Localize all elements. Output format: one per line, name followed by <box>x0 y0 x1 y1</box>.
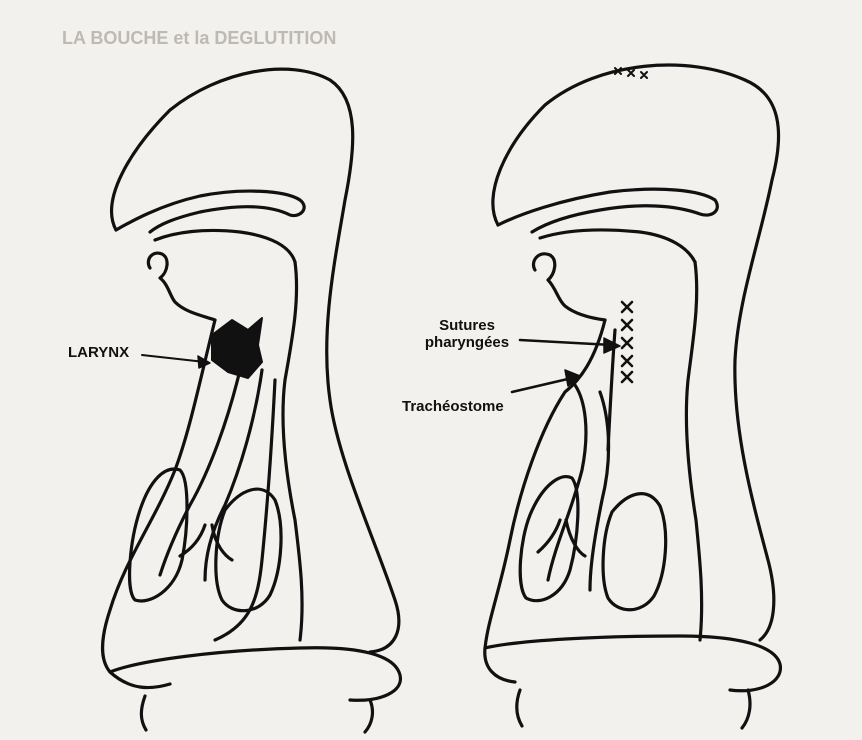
left-nasal-cavity <box>116 191 304 232</box>
right-lung-right <box>603 494 666 610</box>
pharyngeal-suture-marks <box>622 302 632 382</box>
left-lung-right <box>216 489 281 611</box>
larynx-arrow <box>142 355 205 362</box>
left-trachea-back <box>205 370 262 580</box>
left-trachea-front <box>160 370 240 575</box>
right-body-outline <box>485 320 605 682</box>
tracheostome-label: Trachéostome <box>402 398 504 415</box>
larynx-arrowhead <box>198 356 210 368</box>
sutures-label: Sutures pharyngées <box>414 317 520 351</box>
left-pharynx-back <box>283 262 302 640</box>
right-lips-jaw <box>533 254 605 320</box>
right-trachea <box>548 385 609 590</box>
sutures-label-line2: pharyngées <box>414 334 520 351</box>
right-nasal-cavity <box>498 189 717 232</box>
left-palate <box>155 230 295 262</box>
left-abdomen <box>110 648 400 701</box>
right-legs <box>517 690 750 728</box>
left-larynx-mass <box>212 318 262 378</box>
right-pharynx-back <box>686 262 701 640</box>
right-anatomy-after <box>485 65 781 728</box>
left-lung-left <box>130 469 187 601</box>
left-anatomy-before <box>103 69 401 732</box>
left-body-outline <box>103 320 216 688</box>
right-palate <box>540 230 695 262</box>
sutures-label-line1: Sutures <box>414 317 520 334</box>
right-head-outline <box>493 65 779 640</box>
left-lips-jaw <box>148 253 215 320</box>
tracheostome-arrow <box>512 378 572 392</box>
right-abdomen <box>485 636 780 691</box>
larynx-label: LARYNX <box>68 344 129 361</box>
left-legs <box>141 696 372 732</box>
